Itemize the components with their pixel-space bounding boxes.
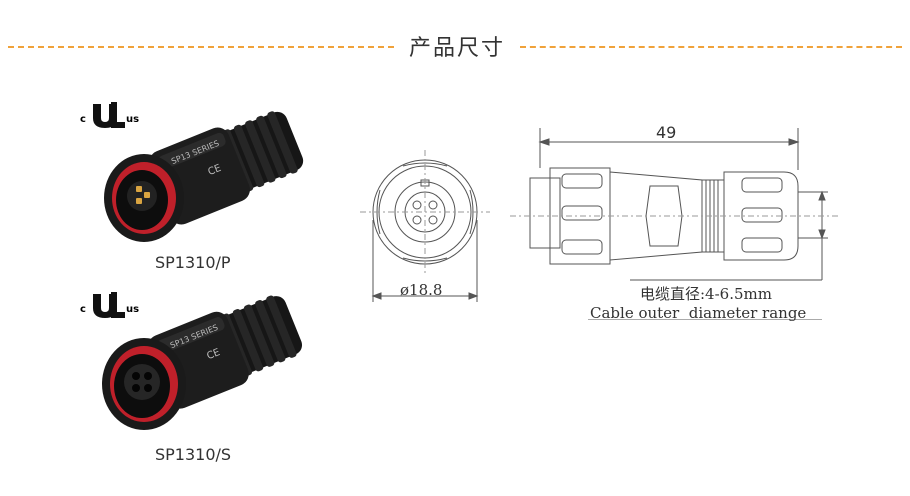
product-label: SP1310/P [155, 253, 231, 272]
header-divider-left [8, 46, 394, 48]
length-dimension: 49 [656, 123, 677, 142]
plug-connector-image: SP13 SERIES CE [104, 111, 304, 242]
side-view-drawing [510, 128, 840, 320]
cable-diameter-cn: 电缆直径:4-6.5mm [640, 285, 772, 303]
ce-mark: CE [206, 163, 222, 178]
section-header: 产品尺寸 [0, 26, 910, 66]
product-label: SP1310/S [155, 445, 232, 464]
diameter-dimension: ø18.8 [400, 281, 443, 299]
ul-mark-icon [93, 102, 125, 128]
ul-mark-icon [93, 292, 125, 318]
header-divider-right [520, 46, 902, 48]
cable-diameter-en: Cable outer diameter range [590, 304, 807, 322]
front-view-drawing [360, 150, 490, 302]
socket-connector-image: SP13 SERIES CE [102, 295, 303, 430]
ul-certification-logo: c us [80, 290, 160, 320]
ce-mark: CE [205, 347, 221, 362]
ul-certification-logo: c us [80, 100, 160, 130]
section-title: 产品尺寸 [408, 36, 505, 61]
